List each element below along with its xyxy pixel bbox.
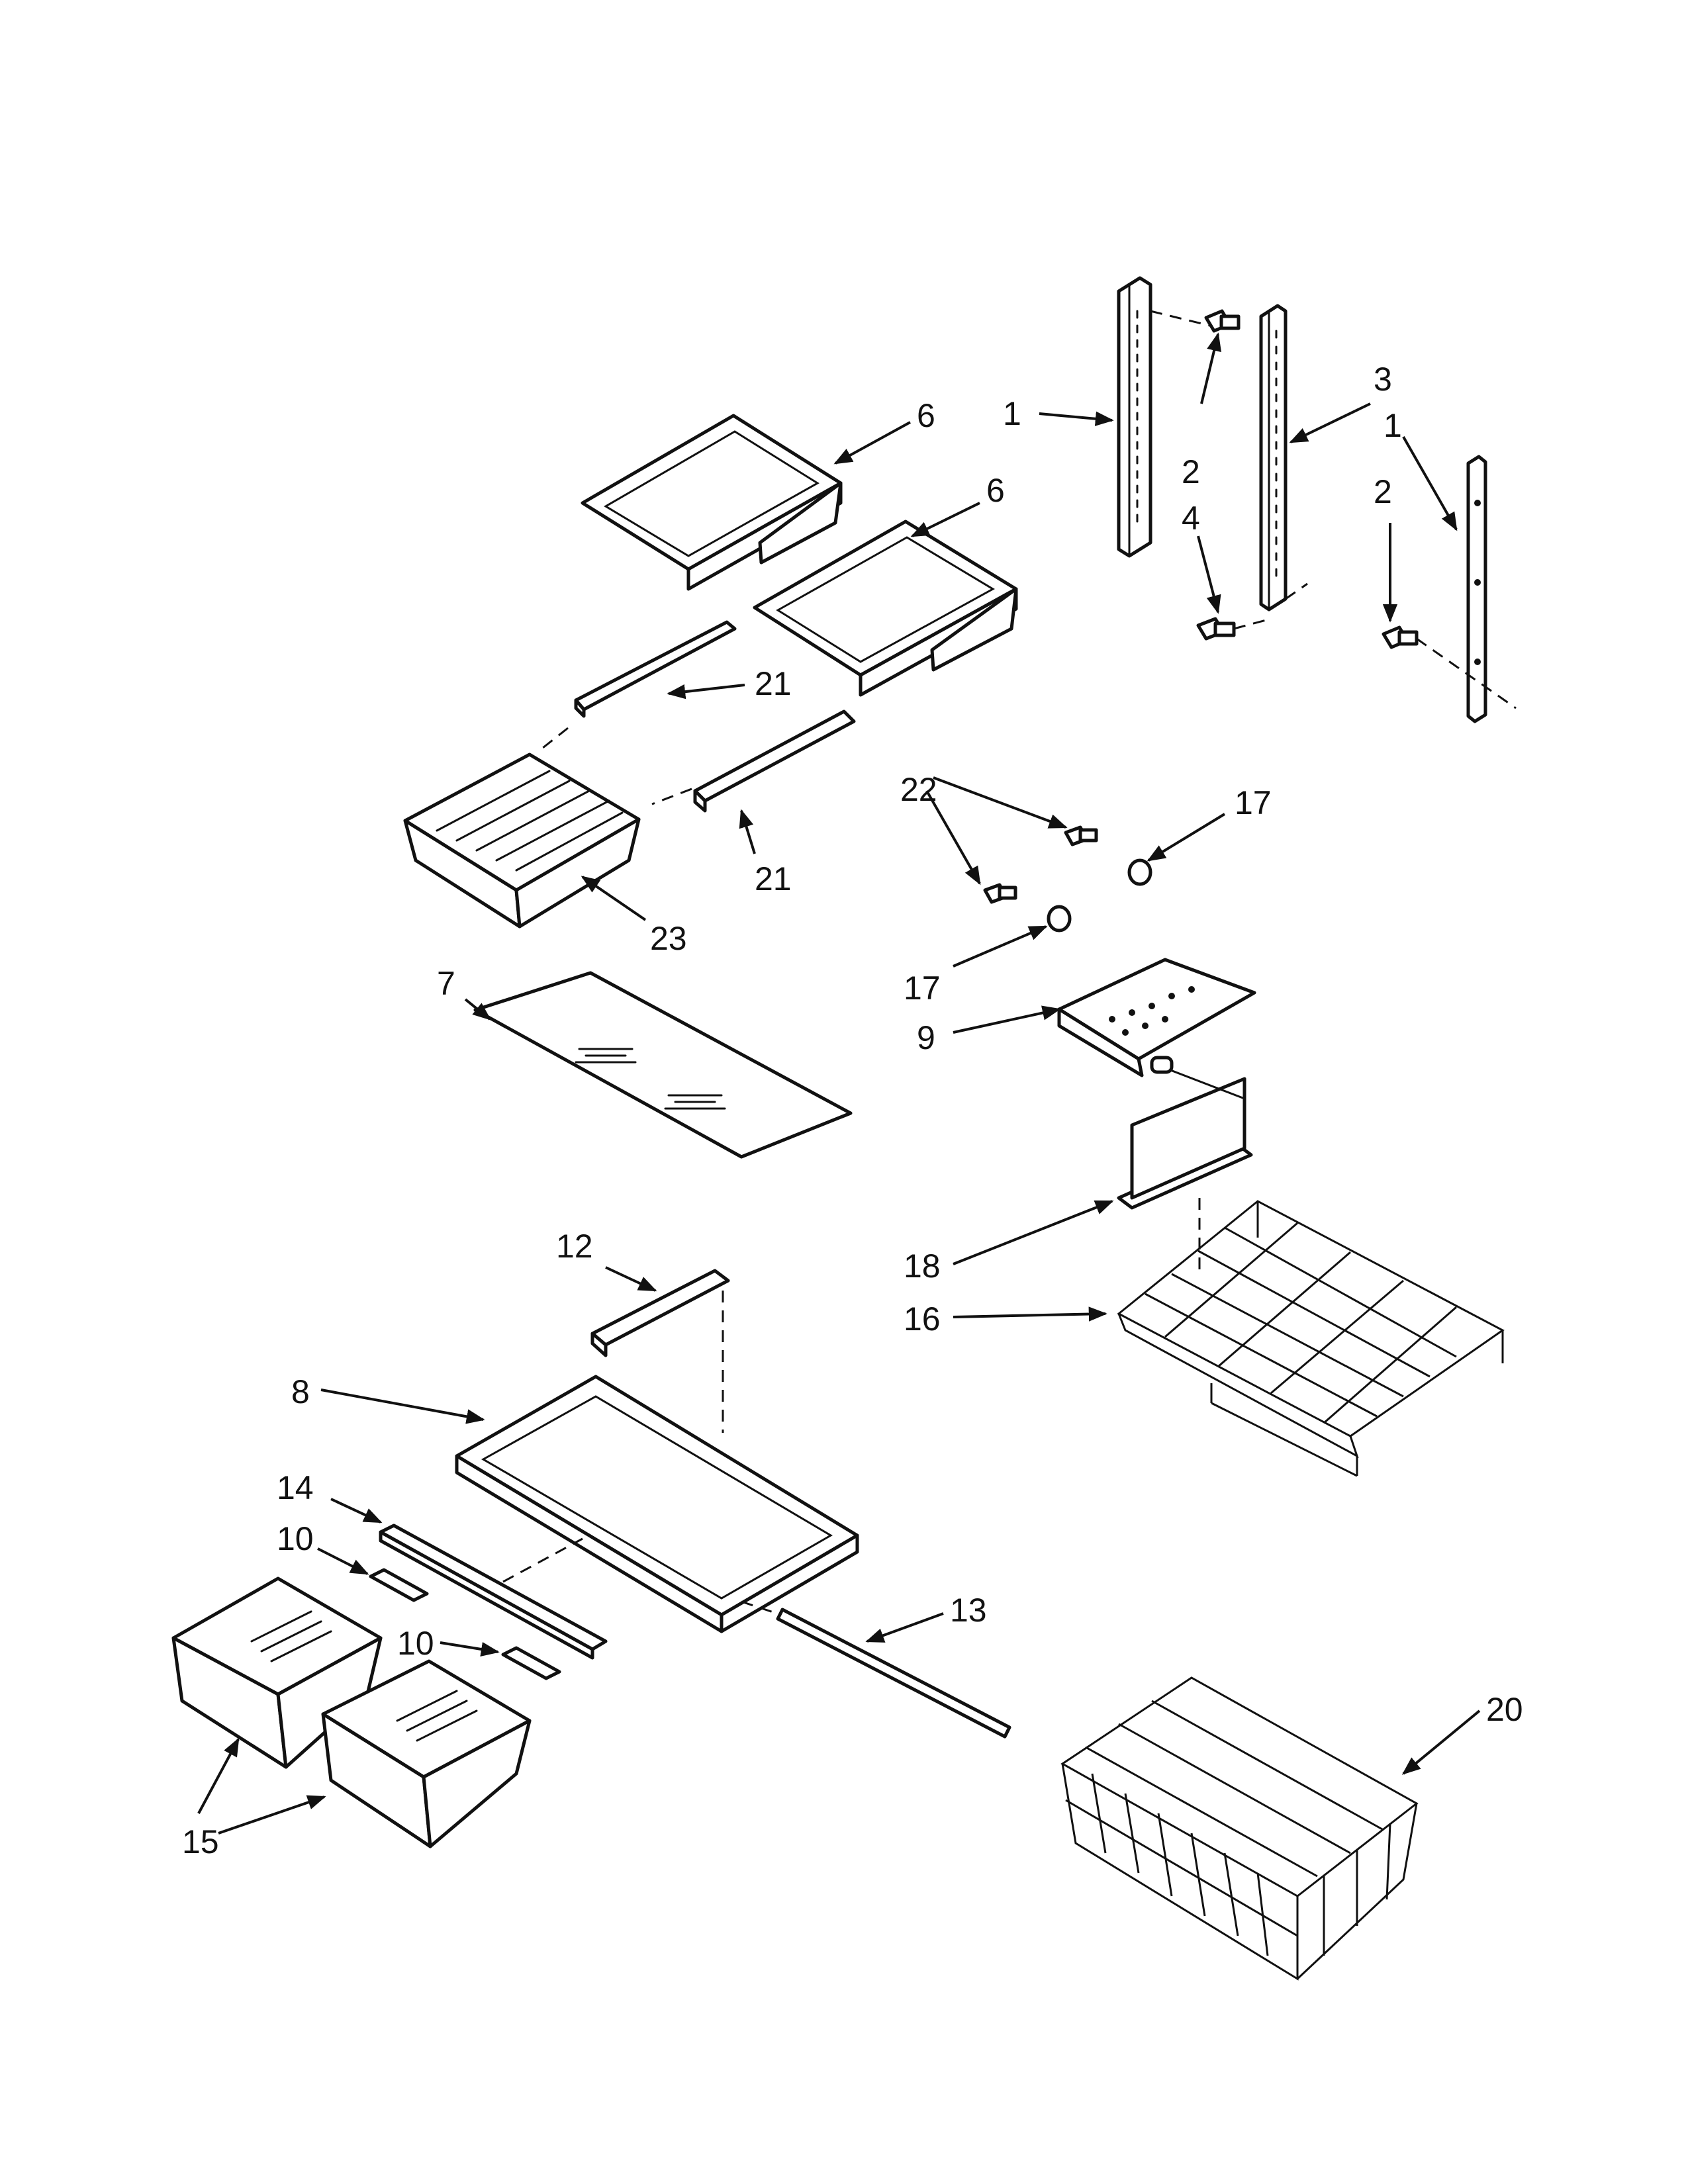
callout-21b: 21 — [755, 860, 792, 897]
drawer-ribs — [436, 770, 624, 872]
pantry-shelf-frame — [455, 1375, 859, 1633]
assembly-line — [741, 1600, 782, 1616]
assembly-line — [651, 788, 692, 805]
crisper-drawer-left — [171, 1576, 383, 1769]
callout-1a: 1 — [1003, 395, 1021, 432]
callout-4: 4 — [1182, 500, 1200, 537]
wire-grid — [1065, 1700, 1391, 1956]
basket-divider — [1117, 1056, 1253, 1210]
support-rod — [776, 1608, 1011, 1739]
callout-10b: 10 — [397, 1625, 434, 1662]
assembly-line — [1416, 637, 1517, 709]
wire-shelf-basket — [1117, 1200, 1505, 1477]
callout-9: 9 — [917, 1019, 935, 1056]
bracket-left — [369, 1568, 429, 1602]
shelf-rail-right — [1466, 455, 1487, 723]
screw-tray-upper — [1064, 825, 1098, 846]
shelf-rail-left — [1117, 276, 1152, 558]
roller-lower — [1047, 905, 1072, 933]
callout-23: 23 — [650, 920, 687, 957]
callout-17b: 17 — [904, 970, 941, 1007]
roller-upper — [1127, 858, 1152, 886]
callout-12: 12 — [556, 1228, 593, 1265]
screw-lower — [1196, 617, 1236, 641]
meat-tray — [1057, 958, 1256, 1077]
drawer-slide-left — [574, 620, 737, 718]
callout-6a: 6 — [917, 397, 935, 434]
screw-right — [1382, 625, 1419, 649]
assembly-line — [542, 727, 569, 749]
callout-2a: 2 — [1182, 453, 1200, 490]
callout-13: 13 — [950, 1592, 987, 1629]
shelf-frame-upper — [581, 414, 843, 591]
crisper-drawer-upper — [403, 752, 641, 929]
callout-7: 7 — [437, 965, 455, 1002]
callout-17a: 17 — [1235, 784, 1272, 821]
assembly-line — [1150, 310, 1219, 329]
callout-2b: 2 — [1374, 473, 1392, 510]
shelf-slide — [590, 1269, 730, 1357]
crisper-drawer-right — [321, 1659, 532, 1848]
callout-8: 8 — [291, 1373, 310, 1410]
callout-1b: 1 — [1383, 407, 1402, 444]
assembly-line — [502, 1537, 583, 1583]
leader-lines — [197, 332, 1481, 1835]
callout-16: 16 — [904, 1300, 941, 1338]
assembly-line — [1233, 617, 1272, 630]
callout-21a: 21 — [755, 665, 792, 702]
wire-drawer-basket — [1060, 1676, 1419, 1981]
callout-20: 20 — [1486, 1691, 1523, 1728]
callout-3: 3 — [1374, 361, 1392, 398]
glass-shelf — [473, 971, 853, 1159]
shelf-rail-center — [1259, 304, 1288, 612]
screw-upper — [1204, 309, 1241, 333]
cover-strip — [379, 1524, 608, 1660]
screw-tray-lower — [983, 883, 1017, 904]
callout-labels: 1 1 2 2 3 4 6 6 7 8 9 10 10 12 13 14 15 … — [182, 361, 1523, 1860]
callout-10a: 10 — [277, 1520, 314, 1557]
assembly-line — [1285, 582, 1308, 600]
callout-18: 18 — [904, 1248, 941, 1285]
wire-grid — [1145, 1222, 1457, 1424]
shelf-frame-lower — [753, 520, 1018, 697]
callout-6b: 6 — [986, 472, 1005, 509]
bracket-right — [501, 1646, 561, 1680]
callout-14: 14 — [277, 1469, 314, 1506]
callout-15: 15 — [182, 1823, 219, 1860]
callout-22: 22 — [900, 771, 937, 808]
drawer-slide-right — [693, 709, 856, 813]
